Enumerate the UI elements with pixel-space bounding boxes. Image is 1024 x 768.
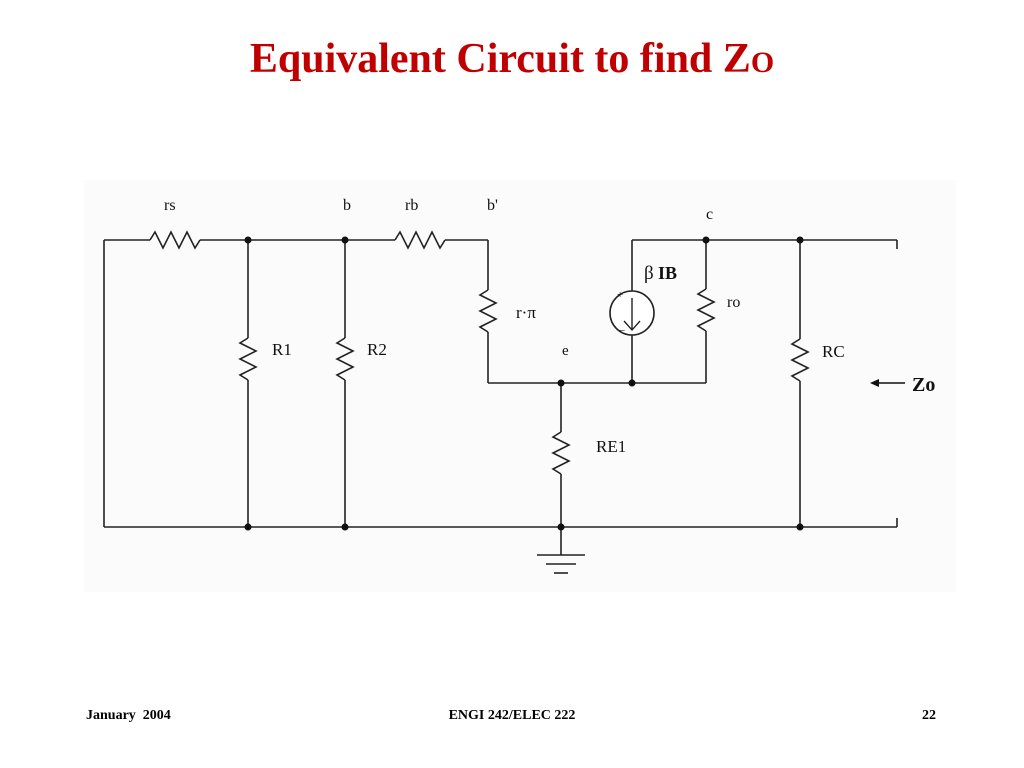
current-source: + − bbox=[609, 289, 655, 337]
label-zo: Zo bbox=[912, 374, 935, 396]
label-ro: ro bbox=[727, 294, 740, 311]
title-subscript: O bbox=[750, 46, 775, 79]
label-node-c: c bbox=[706, 206, 713, 223]
label-rs: rs bbox=[164, 197, 176, 214]
source-plus: + bbox=[617, 289, 623, 301]
label-rc: RC bbox=[822, 342, 845, 361]
footer-course: ENGI 242/ELEC 222 bbox=[448, 708, 576, 723]
wires bbox=[103, 230, 898, 574]
resistor-ro bbox=[696, 288, 716, 332]
output-arrow bbox=[870, 379, 905, 387]
label-re1: RE1 bbox=[596, 437, 626, 456]
resistor-rs bbox=[149, 230, 201, 250]
title-main: Equivalent Circuit to find Z bbox=[249, 36, 751, 82]
diagram-panel bbox=[84, 180, 956, 592]
label-node-e: e bbox=[562, 343, 569, 359]
label-r1: R1 bbox=[272, 340, 292, 359]
slide-title: Equivalent Circuit to find ZO bbox=[0, 38, 1024, 80]
label-source-ib: IB bbox=[658, 263, 677, 283]
resistor-r1 bbox=[238, 337, 258, 381]
footer-page-number: 22 bbox=[922, 708, 936, 723]
source-minus: − bbox=[619, 325, 625, 337]
resistor-rb bbox=[394, 230, 446, 250]
label-node-b: b bbox=[343, 197, 351, 214]
label-source-beta: β bbox=[644, 263, 654, 284]
label-rpi: r·π bbox=[516, 303, 536, 322]
resistor-rc bbox=[790, 338, 810, 382]
footer-date: January 2004 bbox=[86, 708, 171, 723]
resistor-rpi bbox=[478, 289, 498, 333]
label-rb: rb bbox=[405, 197, 418, 214]
label-node-b-prime: b' bbox=[487, 197, 498, 214]
resistor-r2 bbox=[335, 337, 355, 381]
junction-dots bbox=[244, 236, 804, 531]
label-r2: R2 bbox=[367, 340, 387, 359]
resistor-re1 bbox=[551, 431, 571, 475]
